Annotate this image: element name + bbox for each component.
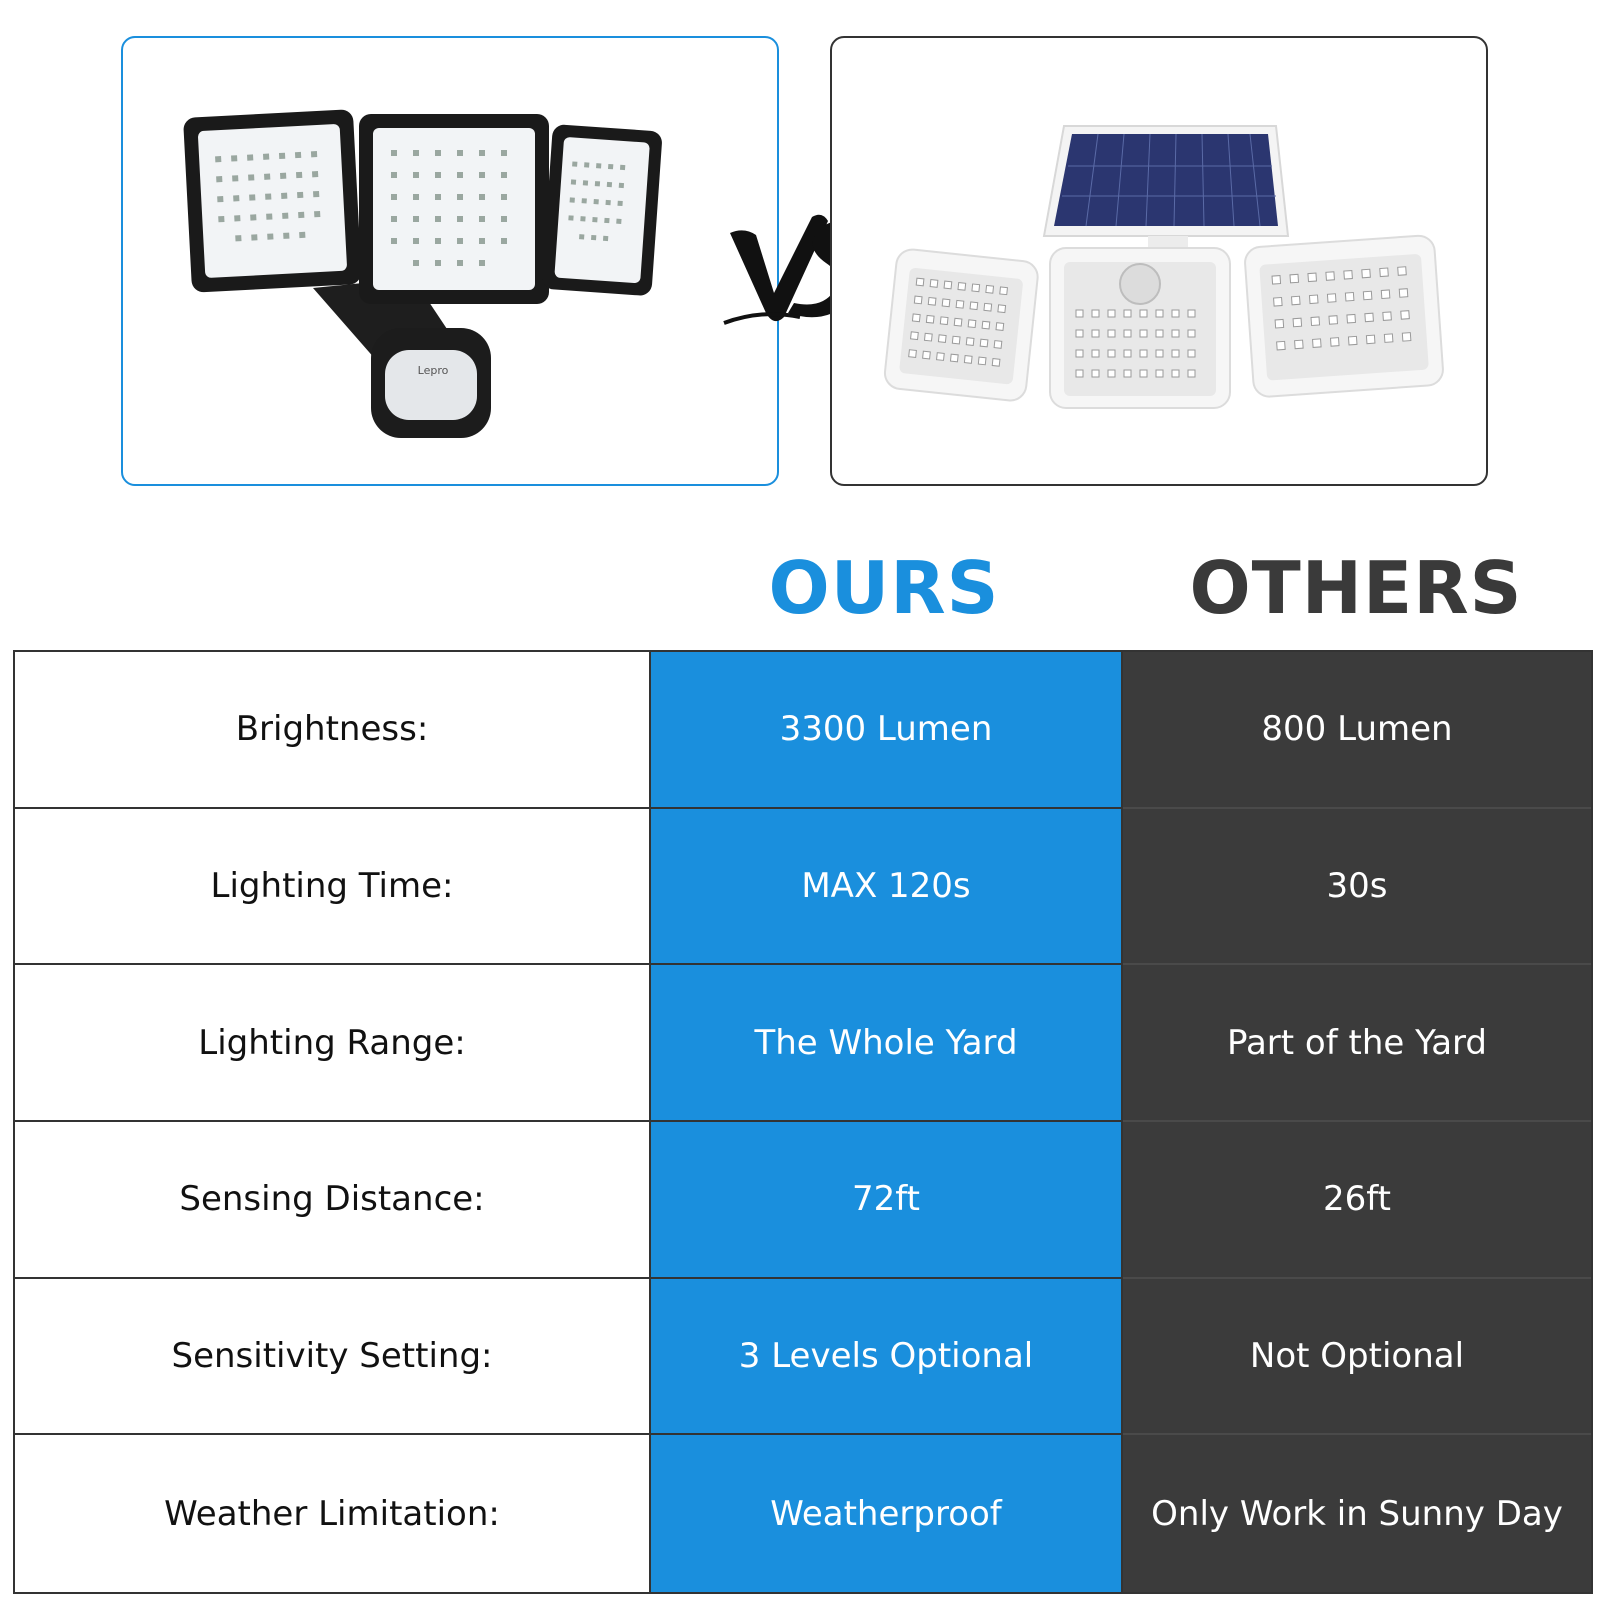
row-label-sensitivity-setting: Sensitivity Setting: [15, 1278, 651, 1436]
row-label-lighting-time: Lighting Time: [15, 808, 651, 966]
comparison-table: Brightness: 3300 Lumen 800 Lumen Lightin… [13, 650, 1593, 1594]
ours-value-weather-limitation: Weatherproof [651, 1435, 1123, 1592]
others-product-panel [830, 36, 1488, 486]
others-value-lighting-range: Part of the Yard [1123, 965, 1591, 1122]
others-value-sensitivity-setting: Not Optional [1123, 1278, 1591, 1436]
ours-value-lighting-time: MAX 120s [651, 808, 1123, 966]
ours-value-sensing-distance: 72ft [651, 1122, 1123, 1279]
row-label-weather-limitation: Weather Limitation: [15, 1435, 651, 1592]
ours-value-brightness: 3300 Lumen [651, 652, 1123, 809]
others-heading: OTHERS [1189, 546, 1523, 630]
row-label-lighting-range: Lighting Range: [15, 965, 651, 1122]
ours-product-panel: Lepro [121, 36, 779, 486]
others-value-lighting-time: 30s [1123, 808, 1591, 966]
row-label-brightness: Brightness: [15, 652, 651, 809]
ours-value-lighting-range: The Whole Yard [651, 965, 1123, 1122]
ours-heading: OURS [768, 546, 1000, 630]
ours-floodlight-image: Lepro [183, 109, 662, 438]
others-value-brightness: 800 Lumen [1123, 652, 1591, 809]
row-label-sensing-distance: Sensing Distance: [15, 1122, 651, 1279]
others-solar-light-image [883, 125, 1444, 409]
others-value-sensing-distance: 26ft [1123, 1122, 1591, 1279]
brand-mark: Lepro [418, 364, 449, 377]
ours-value-sensitivity-setting: 3 Levels Optional [651, 1278, 1123, 1436]
others-value-weather-limitation: Only Work in Sunny Day [1123, 1435, 1591, 1592]
